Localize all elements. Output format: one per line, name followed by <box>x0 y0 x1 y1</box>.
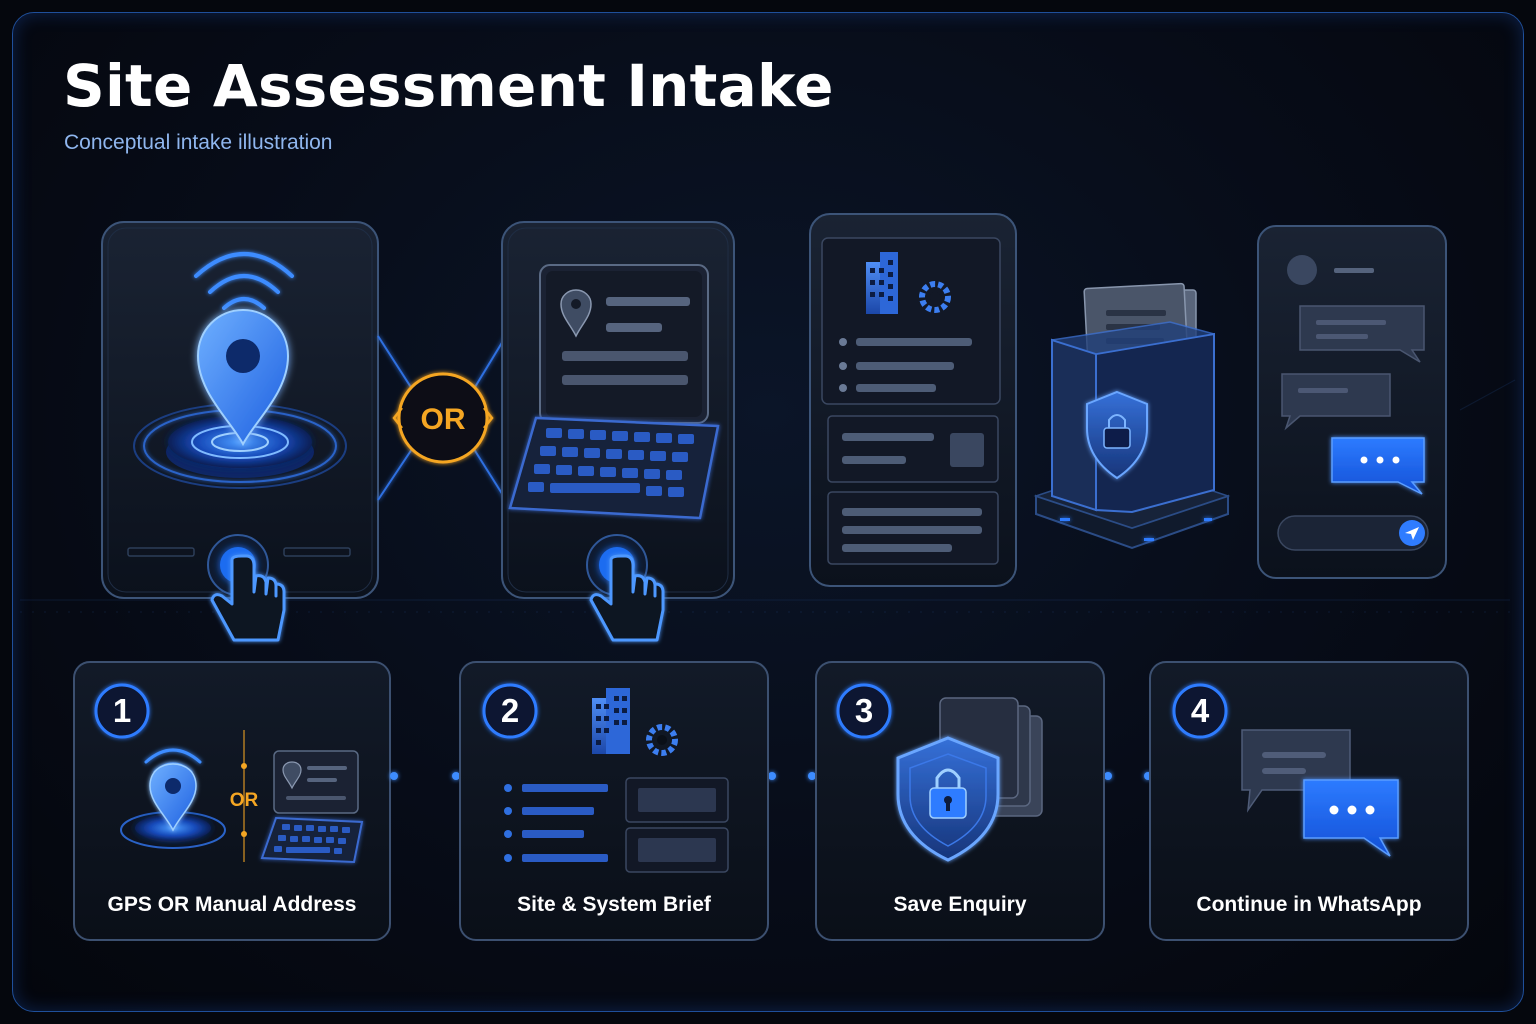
step-number-badge <box>94 683 150 739</box>
gps-device-panel <box>101 221 379 642</box>
address-form-icon <box>539 264 709 424</box>
step-card-3 <box>815 661 1105 941</box>
keyboard-icon <box>508 416 720 520</box>
or-divider-label: OR <box>230 790 259 811</box>
or-badge-label: OR <box>421 403 466 436</box>
page-title: Site Assessment Intake <box>63 52 834 120</box>
step-label-1: GPS OR Manual Address <box>107 893 357 916</box>
step-card-1 <box>73 661 391 941</box>
tap-hand-icon <box>589 554 665 642</box>
gps-signal-icon <box>194 252 294 310</box>
shield-lock-icon <box>1086 390 1148 480</box>
step-label-3: Save Enquiry <box>893 893 1027 916</box>
step-number-1: 1 <box>112 692 132 729</box>
or-badge <box>392 372 494 464</box>
location-pin-icon <box>149 763 197 832</box>
shield-lock-icon <box>896 736 1000 862</box>
manual-address-panel <box>501 221 735 642</box>
step-label-2: Site & System Brief <box>517 893 711 916</box>
or-connector-lines <box>377 335 507 501</box>
typing-bubble-icon <box>1331 437 1425 495</box>
building-gear-icon <box>866 252 951 314</box>
step-number-badge <box>1172 683 1228 739</box>
keyboard-icon <box>260 816 364 864</box>
step-number-4: 4 <box>1190 692 1210 729</box>
building-gear-icon <box>592 688 678 756</box>
tap-hand-icon <box>210 554 286 642</box>
secure-storage-box <box>1033 282 1231 550</box>
step-number-badge <box>482 683 538 739</box>
brief-form-panel <box>809 213 1017 587</box>
step-card-4 <box>1149 661 1469 941</box>
step-number-badge <box>836 683 892 739</box>
page-subtitle: Conceptual intake illustration <box>64 131 333 154</box>
chat-phone-panel <box>1257 225 1447 579</box>
step-card-2 <box>459 661 769 941</box>
address-form-icon <box>273 750 359 814</box>
step-label-4: Continue in WhatsApp <box>1196 893 1422 916</box>
gps-target-icon <box>133 403 347 489</box>
typing-bubble-icon <box>1303 779 1399 857</box>
step-number-3: 3 <box>854 692 874 729</box>
location-pin-icon <box>196 308 290 447</box>
step-number-2: 2 <box>500 692 520 729</box>
